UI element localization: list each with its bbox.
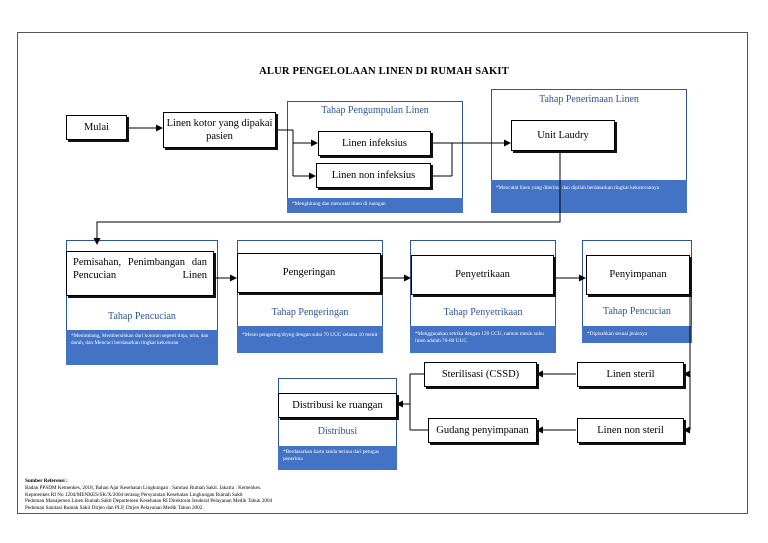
node-sterilisasi: Sterilisasi (CSSD) <box>424 362 537 387</box>
panel-distribusi-title: Distribusi <box>317 426 358 437</box>
references-title: Sumber Referensi : <box>25 478 68 484</box>
panel-penerimaan-title: Tahap Penerimaan Linen <box>539 94 639 105</box>
references: Sumber Referensi : Badan PPSDM Kemenkes,… <box>25 478 272 512</box>
node-mulai: Mulai <box>66 115 127 140</box>
panel-pengeringan-title: Tahap Pengeringan <box>271 307 349 318</box>
node-linen-kotor: Linen kotor yang dipakai pasien <box>163 112 276 148</box>
panel-penyetrikaan-title: Tahap Penyetrikaan <box>443 307 523 318</box>
node-distribusi-ruangan: Distribusi ke ruangan <box>278 393 397 418</box>
reference-line: Pedoman Manajemen Linen Rumah Sakit Depa… <box>25 498 273 505</box>
node-linen-infeksius: Linen infeksius <box>318 131 431 156</box>
arrow-laundry-to-pemisahan <box>93 151 561 245</box>
panel-pengeringan-note: *Mesin pengering/dryng dengan suhu 70 UU… <box>237 326 383 353</box>
node-penyetrikaan: Penyetrikaan <box>411 255 554 295</box>
panel-penyimpanan-title: Tahap Pencucian <box>603 306 671 317</box>
node-unit-laundry: Unit Laudry <box>511 120 615 151</box>
panel-penyetrikaan-note: *Menggunakan setrika dengan 120 CCU, nam… <box>410 326 556 353</box>
panel-penyimpanan-note: *Dipisahkan sesuai jenisnya <box>582 326 692 343</box>
diagram-frame <box>17 32 748 514</box>
node-linen-non-infeksius: Linen non infeksius <box>316 163 431 188</box>
reference-line: Pedoman Sanitasi Rumah Sakit Dirjen dan … <box>25 505 204 511</box>
node-gudang: Gudang penyimpanan <box>428 418 537 443</box>
reference-line: Badan PPSDM Kemenkes, 2018, Bahan Ajar K… <box>25 484 262 491</box>
panel-pengumpulan-title: Tahap Pengumpulan Linen <box>321 105 429 116</box>
panel-distribusi-note: *Berdasarkan kartu tanda terima dari pet… <box>278 446 397 470</box>
node-pengeringan: Pengeringan <box>237 253 381 293</box>
node-linen-non-steril: Linen non steril <box>577 418 684 443</box>
node-penyimpanan: Penyimpanan <box>586 255 690 295</box>
panel-pengumpulan-note: *Menghitung dan mencatat linen di ruanga… <box>287 198 463 213</box>
panel-penerimaan-note: *Mencatat linen yang diterima dan dipila… <box>491 180 687 213</box>
diagram-title: ALUR PENGELOLAAN LINEN DI RUMAH SAKIT <box>259 66 509 77</box>
panel-pengumpulan <box>287 101 463 213</box>
panel-pencucian-title: Tahap Pencucian <box>108 311 176 322</box>
reference-line: Kepmenkes RI No 1204/MENKES/SK/X/2004 te… <box>25 491 243 498</box>
node-pemisahan: Pemisahan, Penimbangan dan Pencucian Lin… <box>66 251 214 296</box>
node-linen-steril: Linen steril <box>577 362 684 387</box>
panel-pencucian-note: *Menimbang, Membersihkan dari kotoran se… <box>66 330 218 365</box>
